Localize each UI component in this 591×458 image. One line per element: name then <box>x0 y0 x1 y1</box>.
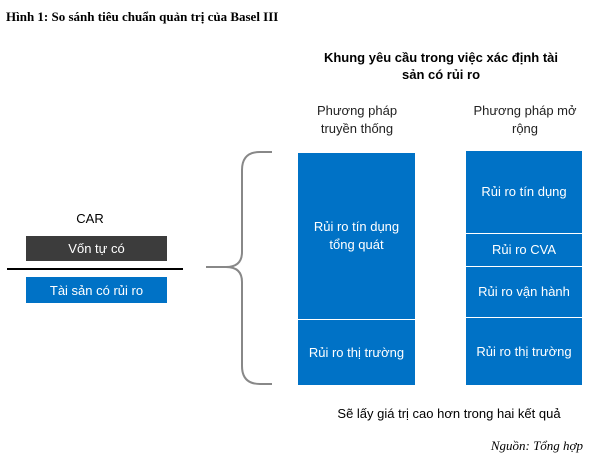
separator <box>466 266 582 267</box>
separator <box>298 319 415 320</box>
source-text: Nguồn: Tổng hợp <box>490 438 583 453</box>
extended-market-risk-box: Rủi ro thị trường <box>466 318 582 385</box>
capital-box: Vốn tự có <box>26 236 167 261</box>
note-text: Sẽ lấy giá trị cao hơn trong hai kết quả <box>337 406 561 421</box>
general-credit-risk-box: Rủi ro tín dụng tổng quát <box>298 153 415 319</box>
extended-market-risk-label: Rủi ro thị trường <box>476 343 572 359</box>
risk-weighted-assets-box: Tài sản có rủi ro <box>26 277 167 303</box>
cva-risk-label: Rủi ro CVA <box>491 242 557 257</box>
separator <box>466 317 582 318</box>
credit-risk-box: Rủi ro tín dụng <box>466 151 582 233</box>
framework-title: Khung yêu cầu trong việc xác định tài sả… <box>323 50 559 82</box>
extended-method-column: Rủi ro tín dụng Rủi ro CVA Rủi ro vận hà… <box>466 151 582 385</box>
figure-caption: Hình 1: So sánh tiêu chuẩn quản trị của … <box>6 9 279 24</box>
operational-risk-box: Rủi ro vận hành <box>466 267 582 317</box>
curly-brace <box>206 151 272 385</box>
fraction-line <box>7 268 183 270</box>
extended-method-heading: Phương pháp mở rộng <box>473 103 577 136</box>
general-credit-risk-label: Rủi ro tín dụng tổng quát <box>313 219 400 252</box>
market-risk-box: Rủi ro thị trường <box>298 320 415 385</box>
risk-weighted-assets-label: Tài sản có rủi ro <box>49 282 144 298</box>
traditional-method-heading: Phương pháp truyền thống <box>316 103 398 136</box>
capital-label: Vốn tự có <box>68 241 125 256</box>
traditional-method-column: Rủi ro tín dụng tổng quát Rủi ro thị trư… <box>298 153 415 385</box>
market-risk-label: Rủi ro thị trường <box>308 344 405 360</box>
separator <box>466 233 582 234</box>
operational-risk-label: Rủi ro vận hành <box>478 284 570 299</box>
car-label: CAR <box>76 211 104 226</box>
cva-risk-box: Rủi ro CVA <box>466 234 582 266</box>
credit-risk-label: Rủi ro tín dụng <box>481 184 567 199</box>
